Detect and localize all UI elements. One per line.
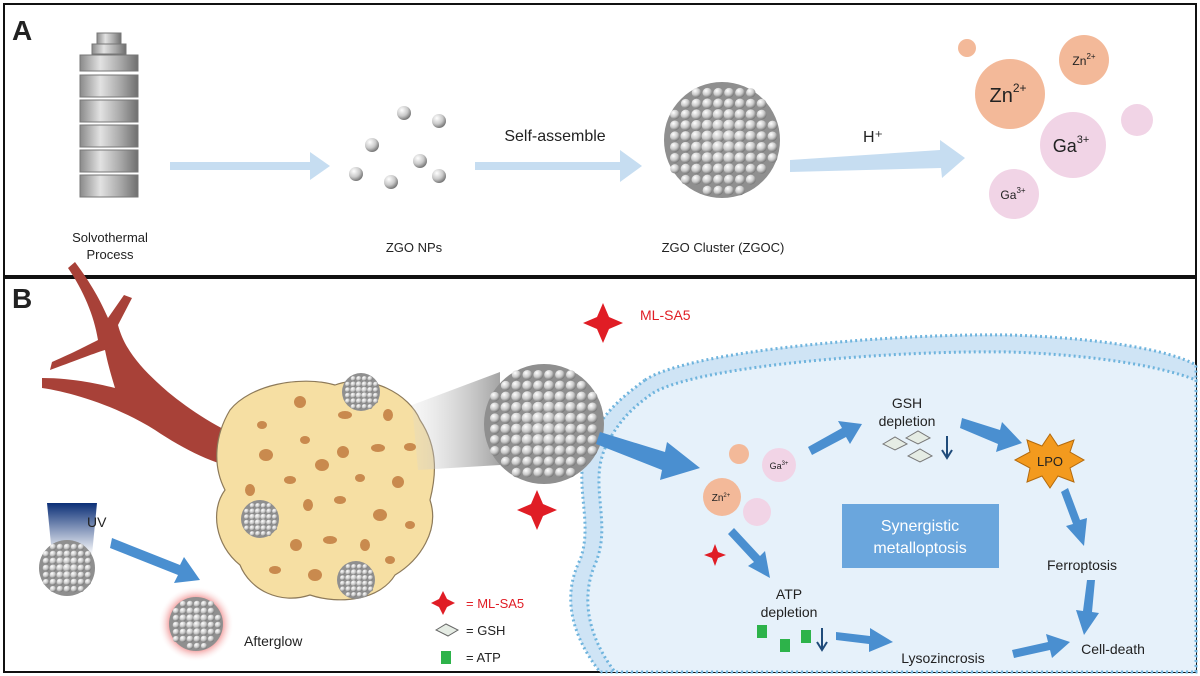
zgo-nanoparticles (349, 106, 446, 189)
arrow-to-lysozincrosis (836, 628, 893, 652)
gsh-down-arrow-icon (941, 436, 953, 460)
step-solvothermal-line1: Solvothermal (72, 230, 148, 245)
step-zgo-cluster: ZGO Cluster (ZGOC) (662, 240, 785, 255)
star-icon-ml-sa5-small (704, 544, 726, 566)
lpo-burst (1013, 433, 1086, 489)
ml-sa5-label: ML-SA5 (640, 307, 691, 323)
ion-small-zn (958, 39, 976, 57)
zgo-cluster-tumor-1 (342, 373, 380, 411)
synergistic-line2: metalloptosis (873, 540, 966, 557)
legend-star-icon (431, 591, 455, 615)
arrow-uv-to-afterglow (110, 538, 200, 583)
cell-ga-label: Ga3+ (770, 461, 789, 471)
zgo-cluster-b (484, 364, 604, 484)
arrow-a3 (790, 140, 965, 178)
ion-ga-large-label: Ga3+ (1053, 134, 1090, 156)
legend-square-icon (441, 651, 451, 664)
star-icon-ml-sa5-left (517, 490, 557, 530)
atp-down-arrow-icon (816, 628, 828, 652)
panel-b-letter: B (12, 283, 32, 314)
legend-gsh: = GSH (466, 623, 505, 638)
zgo-cluster-tumor-3 (337, 561, 375, 599)
legend-ml-sa5: = ML-SA5 (466, 596, 524, 611)
cell-zn-ion (703, 478, 741, 516)
gsh-label: GSH (892, 395, 922, 411)
ion-zn-small (1059, 35, 1109, 85)
arrow-label-self-assemble: Self-assemble (504, 128, 605, 145)
ferroptosis-label: Ferroptosis (1047, 557, 1117, 573)
lysozincrosis-label: Lysozincrosis (901, 650, 985, 666)
cell-small-ga (743, 498, 771, 526)
ion-small-ga (1121, 104, 1153, 136)
arrow-to-cell-death-2 (1076, 580, 1099, 635)
lpo-label: LPO (1037, 454, 1063, 469)
step-solvothermal-line2: Process (87, 247, 134, 262)
star-icon-ml-sa5-top (583, 303, 623, 343)
cell-death-label: Cell-death (1081, 641, 1145, 657)
legend-atp: = ATP (466, 650, 501, 665)
arrow-to-cell-death-1 (1012, 634, 1070, 658)
afterglow-label: Afterglow (244, 633, 303, 649)
blood-vessel (42, 262, 248, 470)
atp-label: ATP (776, 586, 802, 602)
arrow-to-lpo (960, 418, 1022, 452)
ion-zn-large (975, 59, 1045, 129)
arrow-a1 (170, 152, 330, 180)
atp-depletion-label: depletion (761, 604, 818, 620)
legend-diamond-icon (434, 623, 460, 637)
tumor-cells (245, 396, 416, 581)
synergistic-box (842, 504, 999, 568)
arrow-to-atp (728, 528, 770, 578)
zgo-cluster-tumor-2 (241, 500, 279, 538)
cell-small-zn (729, 444, 749, 464)
autoclave-icon (79, 32, 139, 198)
zgo-cluster-a (664, 82, 780, 198)
panel-a-frame (3, 3, 1197, 277)
cell-ga-ion (762, 448, 796, 482)
gsh-diamonds (881, 430, 934, 463)
zgo-cluster-uv (39, 540, 95, 596)
arrow-label-h-plus: H⁺ (863, 129, 883, 146)
gsh-depletion-label: depletion (879, 413, 936, 429)
synergistic-line1: Synergistic (881, 518, 959, 535)
zgo-cluster-afterglow (169, 597, 223, 651)
ion-ga-small-label: Ga3+ (1000, 186, 1025, 202)
arrow-to-ferroptosis (1061, 488, 1087, 546)
ion-zn-small-label: Zn2+ (1072, 52, 1095, 68)
uv-label: UV (87, 514, 107, 530)
panel-a-letter: A (12, 15, 32, 46)
ion-ga-small (989, 169, 1039, 219)
ion-zn-large-label: Zn2+ (989, 81, 1026, 107)
step-zgo-nps: ZGO NPs (386, 240, 443, 255)
zoom-cone (412, 372, 500, 470)
arrow-a2 (475, 150, 642, 182)
arrow-cluster-into-cell (596, 432, 700, 480)
arrow-to-gsh (808, 421, 862, 455)
cell-zn-label: Zn2+ (712, 493, 731, 504)
ion-ga-large (1040, 112, 1106, 178)
atp-squares (757, 625, 811, 652)
